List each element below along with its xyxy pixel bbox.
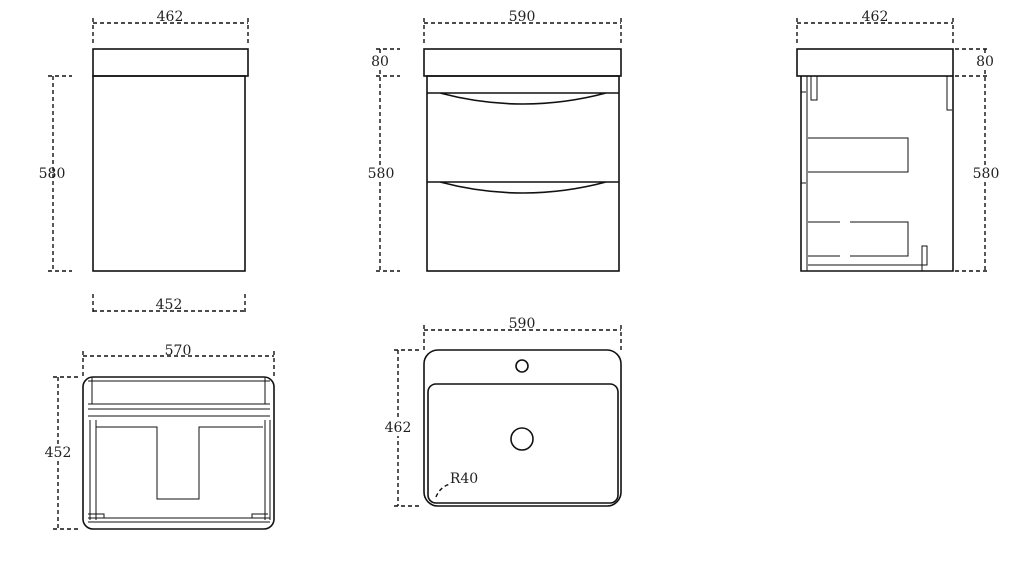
plan-view: 570 452 bbox=[44, 343, 275, 530]
dim-height: 580 bbox=[39, 166, 66, 182]
basin-view: R40 590 462 bbox=[384, 316, 622, 507]
front-view: 590 80 580 bbox=[366, 9, 622, 272]
tap-hole bbox=[515, 359, 529, 373]
basin-outline bbox=[423, 349, 622, 507]
side-view: 462 580 452 bbox=[39, 9, 249, 315]
dimension-line bbox=[82, 351, 275, 377]
dim-width: 462 bbox=[862, 9, 889, 25]
dimension-line bbox=[423, 325, 622, 350]
dim-width: 590 bbox=[509, 9, 536, 25]
dimension-line bbox=[92, 294, 246, 315]
drain-hole bbox=[510, 427, 534, 451]
drawer-upper bbox=[808, 137, 909, 173]
drawer-lower bbox=[808, 221, 928, 271]
cabinet-section bbox=[800, 76, 954, 272]
plan-body-lines bbox=[88, 420, 271, 523]
dim-radius: R40 bbox=[450, 471, 478, 487]
cabinet-side bbox=[92, 75, 246, 272]
dimension-line bbox=[955, 48, 990, 272]
dimension-line bbox=[376, 48, 400, 272]
dim-width: 570 bbox=[165, 343, 192, 359]
dimension-line bbox=[48, 75, 72, 272]
basin-bowl bbox=[427, 383, 619, 504]
dim-depth: 452 bbox=[45, 445, 72, 461]
dimension-line bbox=[423, 18, 622, 46]
section-view: 462 80 580 bbox=[796, 9, 1001, 272]
countertop-side bbox=[92, 48, 249, 77]
drawer-bottom bbox=[427, 181, 619, 194]
dim-top-height: 80 bbox=[371, 54, 389, 70]
dim-height: 580 bbox=[973, 166, 1000, 182]
dimension-line bbox=[796, 18, 954, 46]
panel-lines bbox=[801, 76, 952, 271]
plan-top-lines bbox=[88, 377, 270, 417]
dim-width-bottom: 452 bbox=[156, 297, 183, 313]
radius-arc bbox=[435, 483, 451, 498]
dim-height: 580 bbox=[368, 166, 395, 182]
dim-top-height: 80 bbox=[976, 54, 994, 70]
dimension-line bbox=[53, 376, 78, 530]
countertop-section bbox=[796, 48, 954, 77]
cabinet-plan-outline bbox=[82, 376, 275, 530]
dim-width-top: 462 bbox=[157, 9, 184, 25]
plan-feet bbox=[88, 513, 268, 518]
drawer-top bbox=[427, 92, 619, 105]
dimension-line bbox=[92, 18, 249, 46]
dim-depth: 462 bbox=[385, 420, 412, 436]
countertop-front bbox=[423, 48, 622, 77]
dim-width: 590 bbox=[509, 316, 536, 332]
cabinet-front bbox=[426, 75, 620, 272]
